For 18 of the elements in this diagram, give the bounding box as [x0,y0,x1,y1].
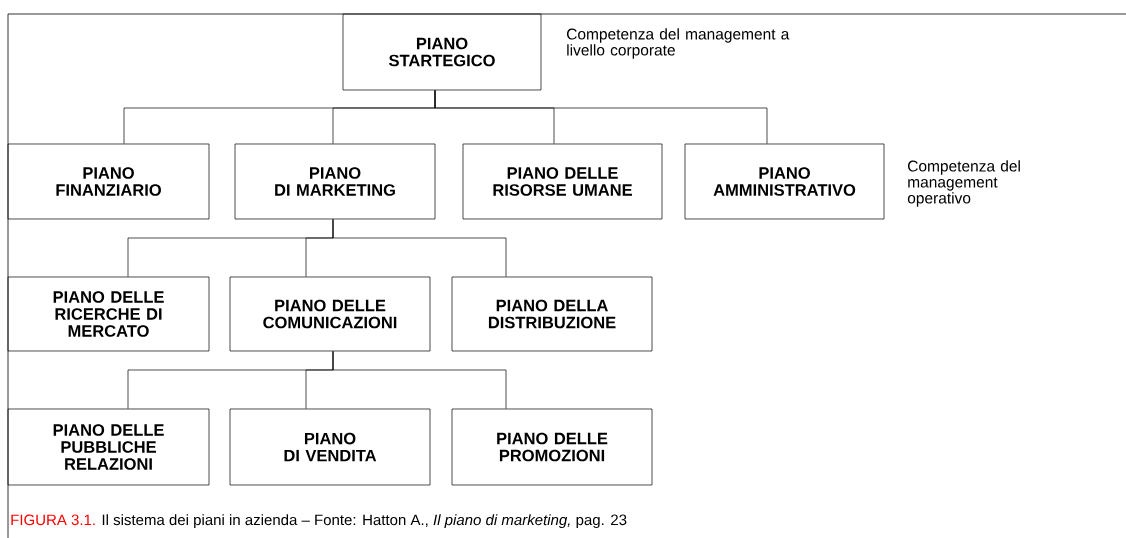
plan-box: PIANO DI MARKETING [234,143,436,220]
caption: Il sistema dei piani in azienda – Fonte: Hatton A., Il piano di marketing, pag. 23 [102,514,627,529]
plan-box: PIANO DELLE RICERCHE DI MERCATO [7,276,210,352]
plan-box: PIANO DI VENDITA [229,408,431,486]
connector-line [434,90,768,144]
connector-line [332,219,507,277]
side-note: Competenza del management a livello corporate [567,28,790,59]
figure-number: FIGURA 3.1. [11,514,95,526]
plan-box: PIANO DELLE COMUNICAZIONI [229,276,431,352]
plan-box: PIANO AMMINISTRATIVO [684,143,885,220]
plan-box: PIANO DELLE PUBBLICHE RELAZIONI [7,408,210,486]
connector-line [332,351,507,409]
plan-box: PIANO STARTEGICO [342,13,542,91]
plan-box: PIANO DELLE RISORSE UMANE [462,143,663,220]
plan-box: PIANO DELLA DISTRIBUZIONE [451,276,653,352]
plan-box: PIANO FINANZIARIO [7,143,210,220]
side-note: Competenza del management operativo [907,160,1020,207]
plan-box: PIANO DELLE PROMOZIONI [451,408,653,486]
